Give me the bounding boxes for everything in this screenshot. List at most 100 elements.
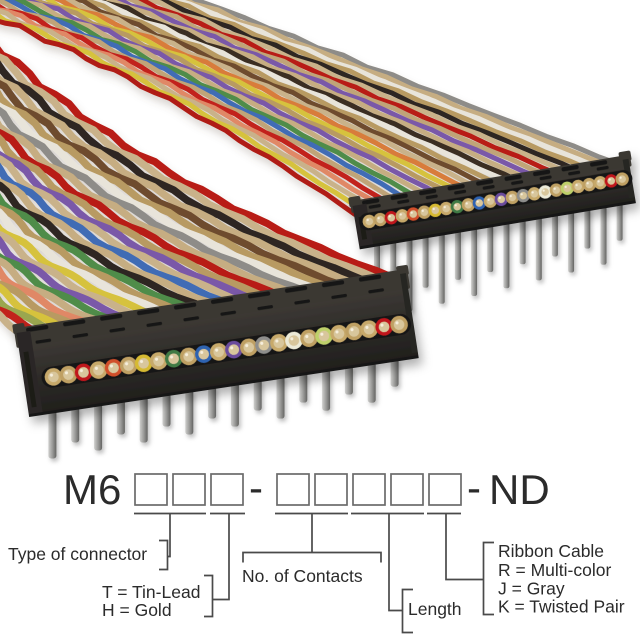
wire-end-glint <box>245 344 249 348</box>
wire-end-glint <box>531 191 534 194</box>
wire-end-glint <box>230 346 234 350</box>
wire-end-dot <box>615 172 629 186</box>
wire-end-dot <box>527 187 541 201</box>
connector-slot <box>482 184 495 190</box>
part-number-box <box>276 473 310 506</box>
ribbon-wire <box>0 181 210 312</box>
wire-end-glint <box>421 209 424 212</box>
ribbon-wire <box>180 0 619 171</box>
ribbon-wire <box>67 0 498 193</box>
wire-end-dot <box>255 336 273 354</box>
wire-end-dot <box>164 350 183 368</box>
wire-end-dot <box>375 318 393 336</box>
wire-end-glint <box>109 364 114 368</box>
wire-end-glint <box>350 328 354 332</box>
connector-pin <box>230 382 239 427</box>
part-number-box <box>210 473 244 506</box>
wire-end-glint <box>564 185 567 189</box>
ribbon-wire <box>0 208 172 318</box>
label-plating-gold: H = Gold <box>102 600 172 620</box>
ribbon-wire <box>116 0 549 184</box>
wire-end-dot <box>89 361 108 379</box>
ribbon-wire <box>0 162 235 308</box>
ribbon-wire <box>0 253 122 326</box>
wire-end-glint <box>476 200 479 203</box>
connector-pin <box>535 216 542 281</box>
photo-layer <box>0 0 636 459</box>
ribbon-wire <box>159 0 599 175</box>
wire-end-dot <box>119 356 138 375</box>
wire-end-glint <box>487 198 490 201</box>
connector-slot <box>533 169 551 177</box>
ribbon-wire <box>141 0 579 179</box>
wire-end-dot <box>604 174 618 188</box>
wire-end-glint <box>597 180 600 183</box>
connector-slot <box>284 285 308 293</box>
wire-end-glint <box>155 357 159 361</box>
wire-end-dot <box>330 325 348 343</box>
connector-slot <box>425 194 438 200</box>
wire-end-dot <box>390 315 408 334</box>
wire-end-dot <box>395 209 409 223</box>
wire-end-dot <box>360 320 378 338</box>
wire-end-dot <box>44 368 63 386</box>
wire-end-glint <box>365 325 369 329</box>
label-no-of-contacts: No. of Contacts <box>242 566 363 586</box>
wire-end-dot <box>384 211 398 225</box>
connector-pin <box>600 205 607 265</box>
wire-end-glint <box>608 178 611 181</box>
connector-slot <box>368 204 381 209</box>
ribbon-wire <box>0 53 385 285</box>
wire-end-glint <box>380 323 384 327</box>
connector-pin <box>519 219 526 265</box>
ribbon-wire <box>0 89 336 292</box>
connector-slot <box>294 299 310 305</box>
part-number-box <box>172 473 206 506</box>
connector-bottom-edge <box>28 355 419 417</box>
ribbon-wire <box>21 0 448 201</box>
connector-slot <box>476 179 494 186</box>
connector-slot <box>26 324 49 332</box>
wire-end-dot <box>134 354 153 372</box>
connector-slot <box>210 296 234 304</box>
connector-pin <box>551 213 558 257</box>
ribbon-wire <box>0 264 97 330</box>
callout-lines <box>167 513 483 612</box>
wire-end-dot <box>593 176 607 190</box>
ribbon-wire <box>0 120 298 298</box>
wire-end-dot <box>538 185 552 199</box>
ribbon-wire <box>0 134 272 303</box>
connector-pin <box>367 362 376 403</box>
ribbon-wire <box>0 106 310 296</box>
wire-end-dot <box>461 198 475 212</box>
wire-end-dot <box>180 347 198 366</box>
ribbon-wire <box>0 192 197 314</box>
wire-end-glint <box>200 350 204 354</box>
wire-end-glint <box>377 217 380 220</box>
connector-slot <box>331 293 347 299</box>
connector-slot <box>596 165 609 171</box>
wire-end-glint <box>395 321 399 325</box>
connector-pin <box>322 369 331 411</box>
ribbon-wire <box>0 102 323 294</box>
wire-end-glint <box>215 348 219 352</box>
wire-end-dot <box>362 214 376 229</box>
label-cable-gray: J = Gray <box>498 579 565 599</box>
wire-end-dot <box>270 334 288 352</box>
label-length: Length <box>408 599 462 619</box>
ribbon-wire <box>0 80 348 290</box>
wire-end-dot <box>571 179 585 194</box>
connector-slot <box>100 313 123 321</box>
connector-slot <box>504 174 522 181</box>
ribbon-wire <box>76 0 508 191</box>
wire-end-dot <box>450 200 464 214</box>
connector-bottom-edge <box>359 200 636 250</box>
connector-pin <box>185 389 194 435</box>
wire-end-glint <box>290 337 294 341</box>
connector-slot <box>568 170 581 176</box>
wire-end-glint <box>49 373 53 377</box>
connector-slot <box>397 199 410 204</box>
connector-slot <box>137 308 160 316</box>
connector-slot <box>247 291 271 299</box>
